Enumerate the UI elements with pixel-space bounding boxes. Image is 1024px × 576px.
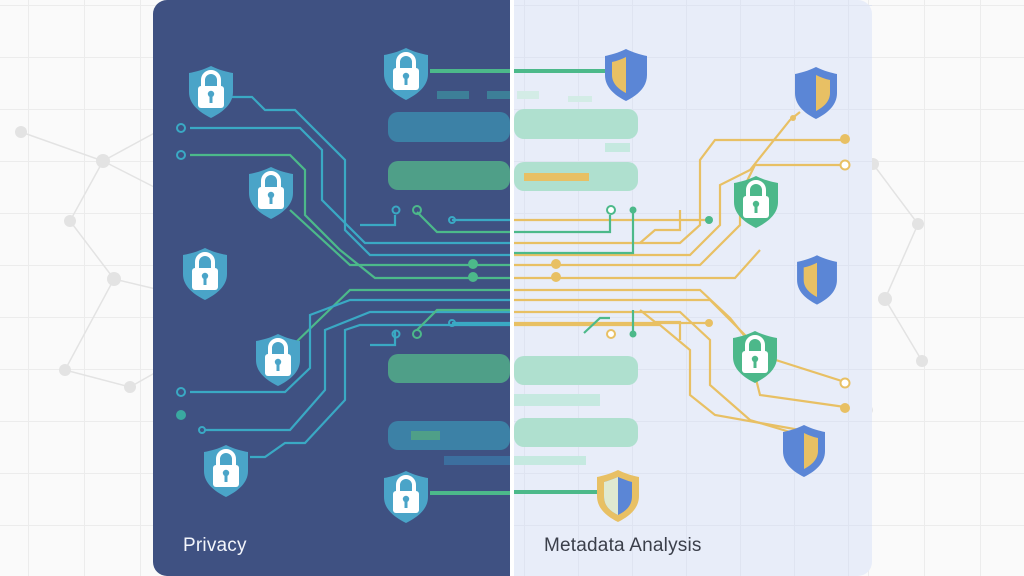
shield-icon [797,255,837,305]
lock-shield-icon [202,443,250,499]
lock-shield-icon [181,246,229,302]
right-circuit-nodes [551,115,851,413]
left-circuit-traces [190,95,510,459]
lock-shield-icon [382,46,430,102]
metadata-analysis-label: Metadata Analysis [544,535,702,556]
shield-icon [597,470,639,522]
lock-shield-icon [187,64,235,120]
lock-shield-icon [731,329,779,385]
shield-icon [795,67,837,119]
right-circuit-traces [514,111,846,434]
lock-shield-icon [247,165,295,221]
left-data-bars [388,91,510,465]
lock-shield-icon [382,469,430,525]
shield-icon [783,425,825,477]
left-circuit-nodes [176,123,478,434]
lock-shield-icon [254,332,302,388]
privacy-label: Privacy [183,535,247,556]
panel-divider [510,0,514,576]
right-data-bars [514,91,638,465]
shield-icon [605,49,647,101]
